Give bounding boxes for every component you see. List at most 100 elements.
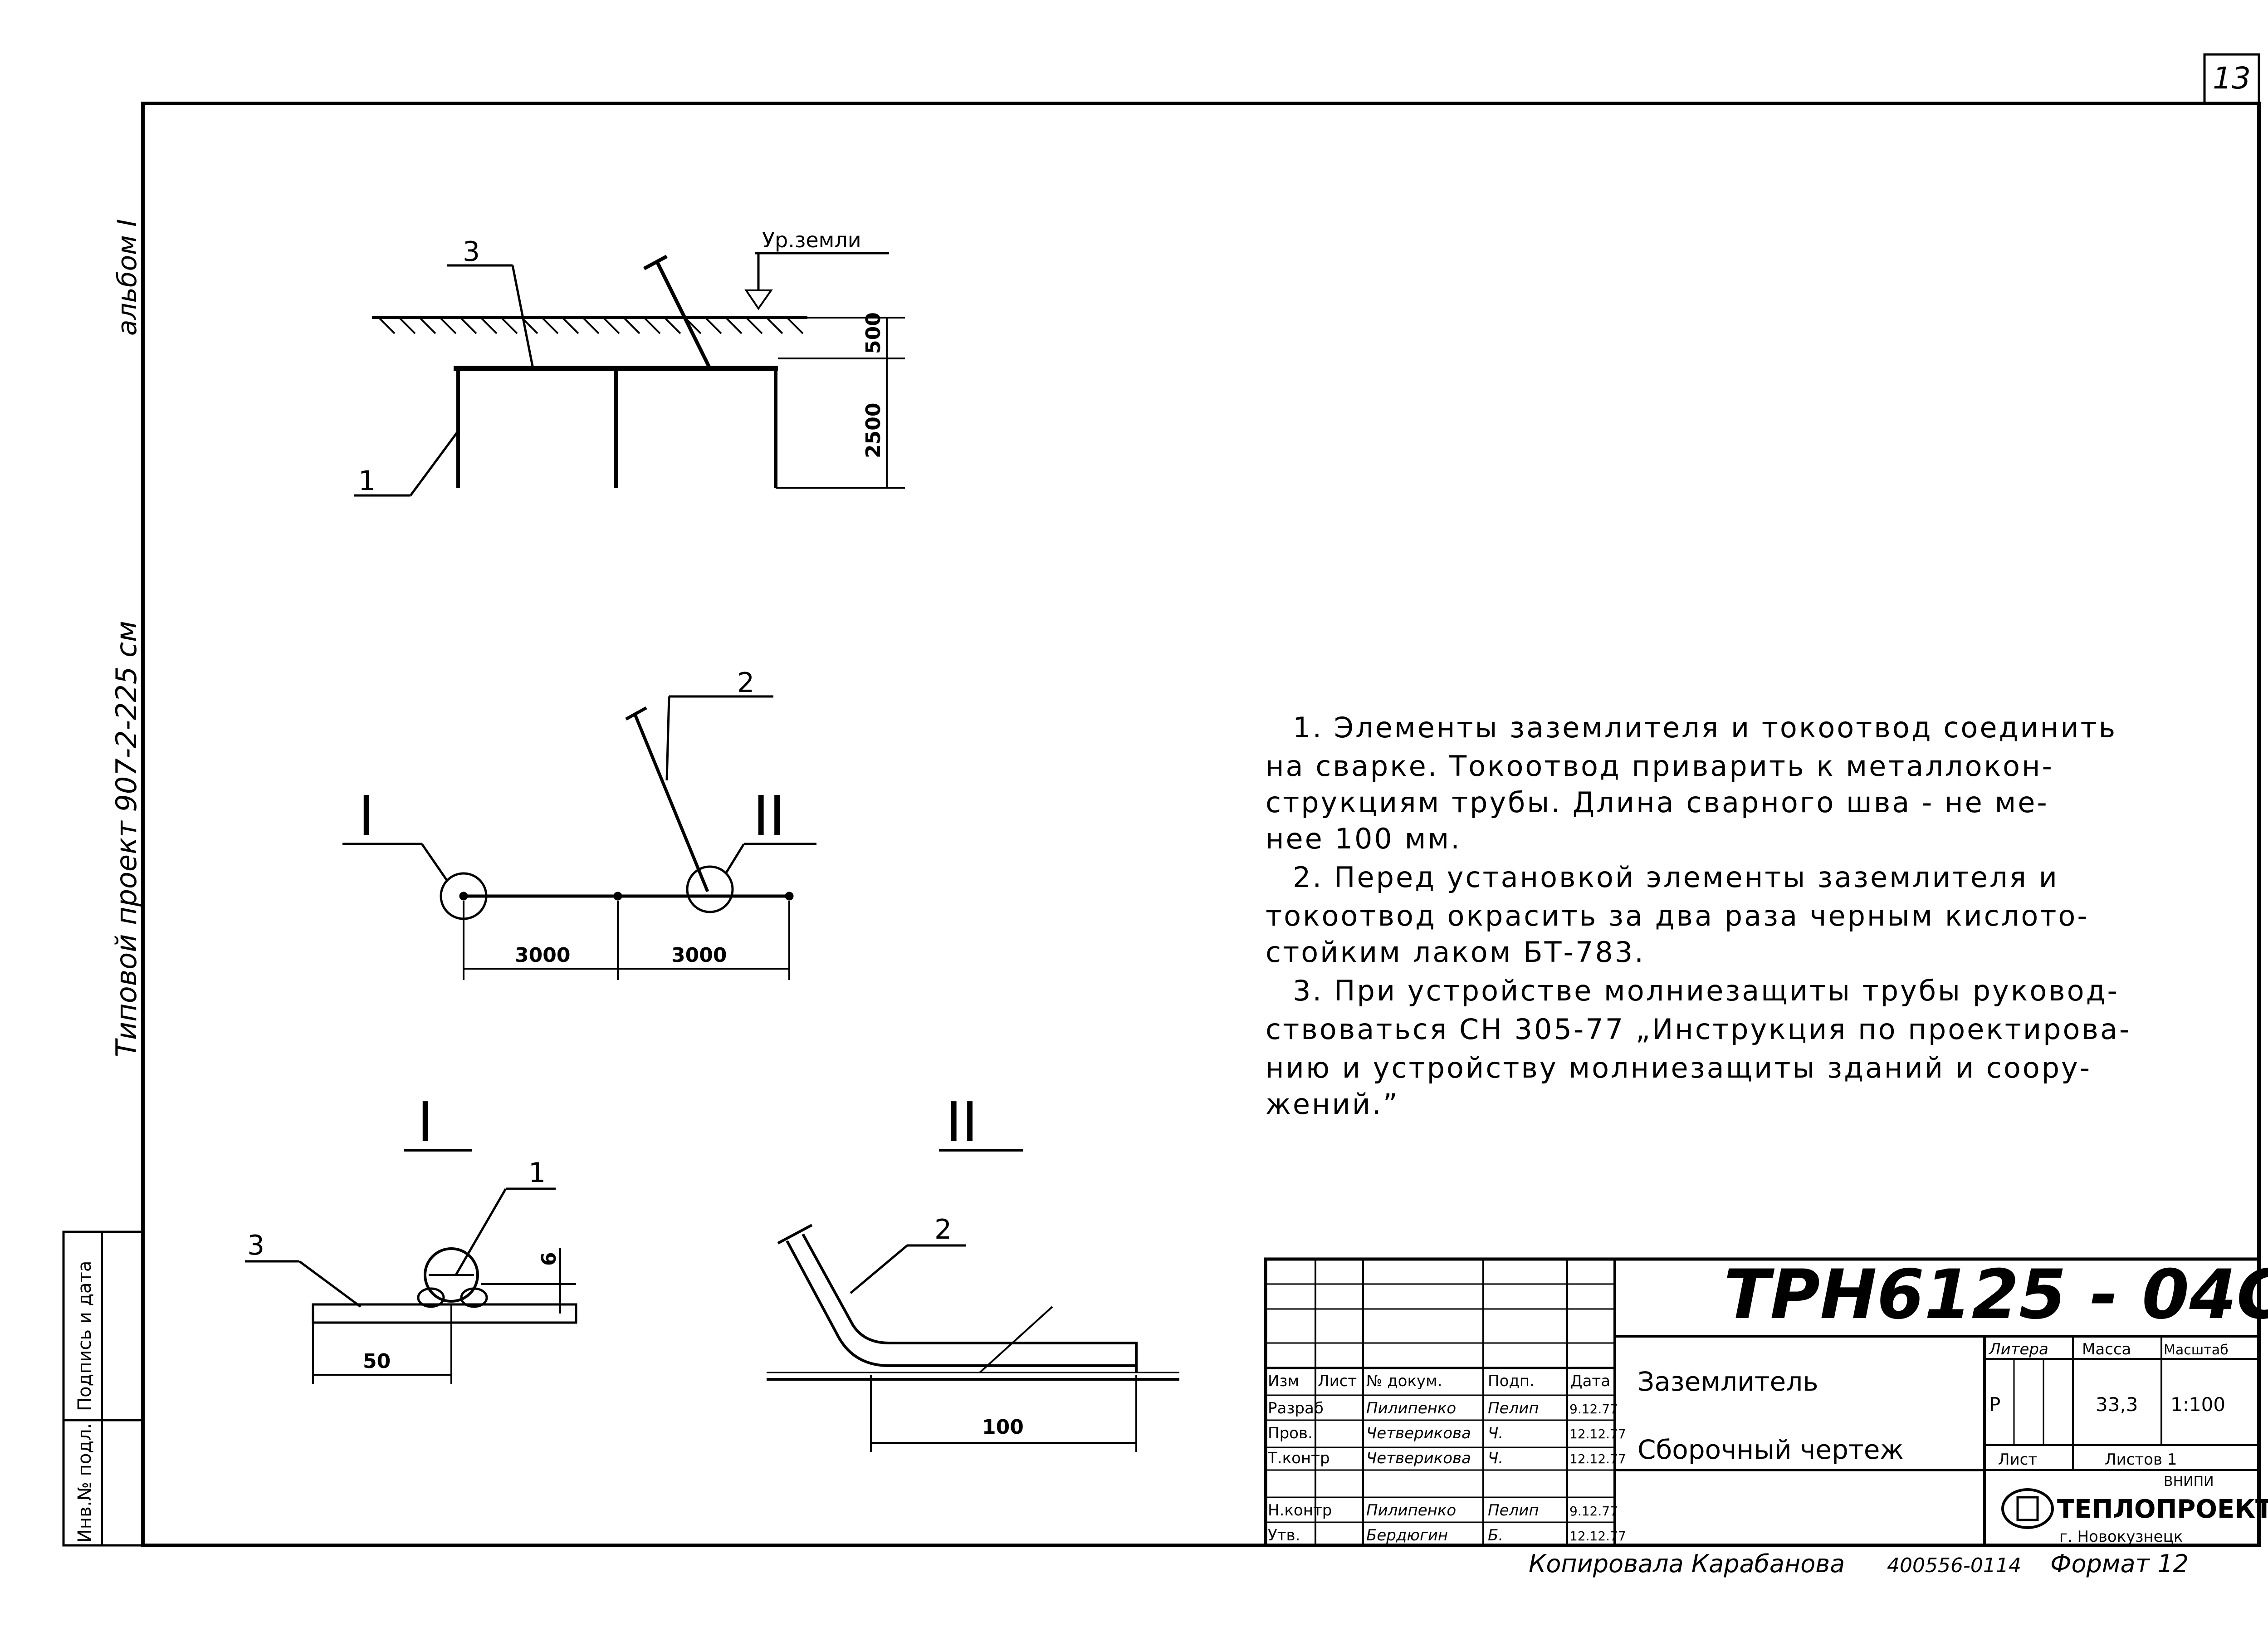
tb-col-izm: Изм [1268, 1372, 1299, 1390]
detail-I-title: I [417, 1091, 433, 1154]
footer-format: Формат 12 [2050, 1549, 2189, 1578]
plan-view [342, 695, 816, 980]
tb-sign-5: Б. [1488, 1526, 1503, 1544]
callout-3: 3 [463, 236, 480, 268]
ground-label: Ур.земли [762, 228, 861, 252]
tb-org-city: г. Новокузнецк [2059, 1528, 2183, 1546]
detail-II-weld-arrow [979, 1306, 1053, 1373]
tb-name-3: Четверикова [1366, 1449, 1471, 1467]
detail-II-callout-2-arrow [850, 1245, 908, 1294]
stamp-sign-date: Подпись и дата [74, 1261, 95, 1411]
note-line-1: 1. Элементы заземлителя и токоотвод соед… [1293, 711, 2117, 744]
tb-massa-label: Масса [2082, 1340, 2131, 1358]
callout-2-arrow [665, 696, 670, 781]
note-line-4: нее 100 мм. [1266, 822, 1461, 855]
detail-II-callout-2: 2 [934, 1214, 952, 1245]
tb-doc-type: Сборочный чертеж [1637, 1434, 1904, 1465]
tb-litera-value: Р [1989, 1393, 2000, 1416]
stamp-box [62, 1230, 144, 1547]
tb-col-data: Дата [1570, 1372, 1610, 1390]
tb-role-5: Утв. [1268, 1526, 1300, 1544]
plan-dim-left: 3000 [515, 944, 570, 967]
detail-circle-II [686, 865, 734, 913]
note-line-9: ствоваться СН 305-77 „Инструкция по прое… [1266, 1013, 2131, 1046]
tb-name-4: Пилипенко [1366, 1501, 1456, 1520]
footer-copied: Копировала Карабанова [1529, 1549, 1845, 1578]
detail-I [245, 1149, 577, 1384]
detail-I-rod [424, 1247, 479, 1303]
title-block [1264, 1257, 2261, 1547]
tb-role-2: Пров. [1268, 1424, 1313, 1442]
tb-date-2: 12.12.77 [1569, 1426, 1626, 1441]
detail-I-dim6: 6 [538, 1252, 561, 1266]
down-conductor [656, 262, 712, 369]
tb-name-5: Бердюгин [1366, 1526, 1448, 1544]
note-line-7: стойким лаком БТ-783. [1266, 936, 1645, 969]
detail-II-bent-inner [786, 1240, 1136, 1367]
detail-I-weld-right [460, 1287, 488, 1308]
tb-date-4: 9.12.77 [1569, 1504, 1618, 1519]
tb-date-5: 12.12.77 [1569, 1529, 1626, 1544]
detail-I-callout-1-arrow [455, 1188, 507, 1276]
detail-II-bent-outer [802, 1233, 1138, 1372]
ground-hatch [378, 317, 804, 334]
detail-I-dim50: 50 [363, 1350, 391, 1373]
note-line-5: 2. Перед установкой элементы заземлителя… [1293, 861, 2059, 894]
tb-sign-4: Пелип [1488, 1501, 1539, 1520]
mark-II-arrow [724, 843, 745, 874]
tb-sign-2: Ч. [1488, 1424, 1503, 1442]
mark-I-arrow [420, 843, 448, 881]
tb-scale-value: 1:100 [2170, 1393, 2225, 1416]
tb-litera-label: Литера [1988, 1340, 2048, 1358]
elevation-view [354, 252, 905, 497]
tb-code: ТРН6125 - 04СБ [1724, 1255, 2268, 1334]
plan-callout-2: 2 [737, 667, 754, 699]
plan-mark-II: II [753, 785, 785, 848]
footer-order: 400556-01 [1887, 1554, 1996, 1577]
ground-level-triangle [744, 289, 773, 310]
tb-massa-value: 33,3 [2096, 1393, 2138, 1416]
title-block-frame [1264, 1257, 2261, 1547]
plan-conductor-tick [625, 706, 647, 721]
tb-role-3: Т.контр [1267, 1449, 1330, 1467]
rod-point-2 [613, 892, 622, 901]
detail-II-dim100: 100 [982, 1416, 1024, 1439]
detail-I-callout-3-arrow [298, 1260, 362, 1308]
notes-block: 1. Элементы заземлителя и токоотвод соед… [1266, 711, 2131, 1121]
plan-dim-right: 3000 [671, 944, 727, 967]
drawing-frame [141, 102, 2261, 1547]
note-line-2: на сварке. Токоотвод приварить к металло… [1266, 750, 2054, 783]
detail-II-end-tick [777, 1224, 813, 1245]
project-label: Типовой проект 907-2-225 см [110, 621, 143, 1057]
plan-mark-I: I [358, 785, 374, 848]
tb-sheet-label: Лист [1998, 1451, 2037, 1469]
note-line-3: струкциям трубы. Длина сварного шва - не… [1266, 786, 2049, 819]
rod-point-3 [785, 892, 794, 901]
detail-II [767, 1149, 1179, 1452]
tb-col-podp: Подп. [1488, 1372, 1535, 1390]
note-line-10: нию и устройству молниезащиты зданий и с… [1266, 1051, 2092, 1084]
org-logo [2001, 1488, 2054, 1529]
tb-scale-label: Масштаб [2164, 1342, 2229, 1358]
callout-3-arrow [511, 265, 534, 369]
detail-I-weld-left [417, 1287, 445, 1308]
tb-name-1: Пилипенко [1366, 1399, 1456, 1417]
footer-num: 14 [1996, 1554, 2021, 1577]
tb-col-list: Лист [1318, 1372, 1357, 1390]
detail-I-strip [312, 1303, 577, 1324]
tb-sign-3: Ч. [1488, 1449, 1503, 1467]
tb-sheets-label: Листов 1 [2105, 1451, 2177, 1469]
dim-depth: 500 [862, 312, 885, 354]
album-label: альбом I [112, 219, 142, 336]
sheet-number-box [2203, 53, 2260, 105]
detail-I-callout-1: 1 [528, 1157, 546, 1189]
plan-down-conductor [633, 714, 709, 892]
tb-sign-1: Пелип [1488, 1399, 1539, 1417]
detail-I-callout-3: 3 [247, 1230, 264, 1261]
down-conductor-tick [643, 255, 668, 270]
tb-col-ndoc: № докум. [1366, 1372, 1442, 1390]
tb-date-1: 9.12.77 [1569, 1402, 1618, 1417]
detail-II-title: II [946, 1091, 978, 1154]
tb-org-name: ТЕПЛОПРОЕКТ [2057, 1495, 2268, 1524]
